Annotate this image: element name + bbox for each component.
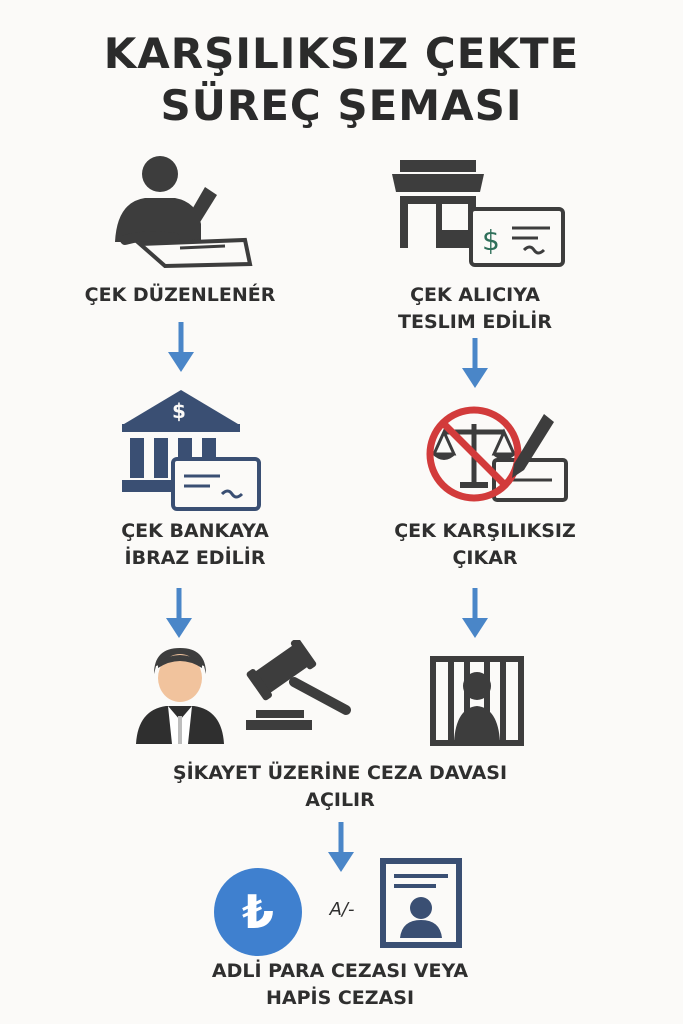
- pen-icon: [512, 414, 554, 478]
- check-icon: [171, 457, 261, 511]
- arrow-down-icon: [328, 822, 354, 872]
- id-card-icon: [380, 858, 462, 948]
- bank-dollar-sign: $: [172, 399, 186, 423]
- signature-mark: A/-: [329, 899, 355, 920]
- lira-symbol: ₺: [242, 885, 274, 939]
- dollar-sign: $: [482, 224, 500, 257]
- step-lawsuit-label: ŞİKAYET ÜZERİNE CEZA DAVASI AÇILIR: [172, 762, 508, 811]
- step-issuer-label: ÇEK DÜZENLENÉR: [84, 284, 276, 306]
- scales-ban-icon: [426, 406, 568, 502]
- step-penalty-label: ADLİ PARA CEZASI VEYA HAPİS CEZASI: [211, 960, 469, 1009]
- writer-icon: [115, 156, 253, 269]
- lira-coin-icon: ₺: [214, 868, 302, 956]
- arrow-down-icon: [168, 322, 194, 372]
- jail-icon: [430, 656, 524, 746]
- title-line1: KARŞILIKSIZ ÇEKTE: [103, 29, 580, 78]
- step-delivered-label: ÇEK ALICIYA TESLIM EDİLİR: [398, 284, 552, 333]
- step-bank-label: ÇEK BANKAYA İBRAZ EDİLİR: [121, 520, 269, 569]
- check-icon: $: [469, 207, 565, 267]
- step-bounced-label: ÇEK KARŞILIKSIZ ÇIKAR: [394, 520, 576, 569]
- arrow-down-icon: [462, 338, 488, 388]
- shop-icon: [392, 160, 484, 248]
- arrow-down-icon: [462, 588, 488, 638]
- title-line2: SÜREÇ ŞEMASI: [160, 81, 523, 130]
- gavel-icon: [246, 640, 351, 730]
- page-title: KARŞILIKSIZ ÇEKTE SÜREÇ ŞEMASI: [0, 28, 683, 132]
- arrow-down-icon: [166, 588, 192, 638]
- judge-icon: [136, 648, 224, 744]
